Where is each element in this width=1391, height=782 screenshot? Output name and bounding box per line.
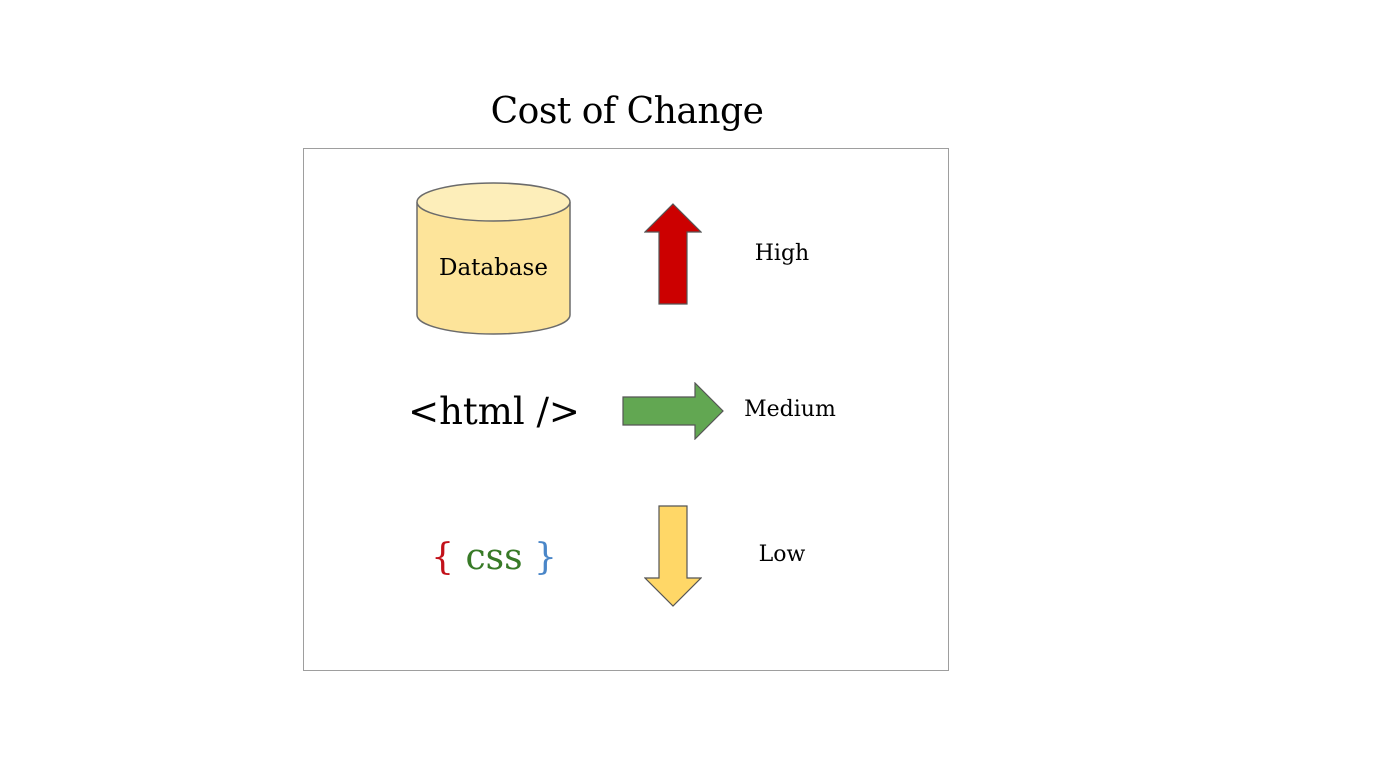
database-cylinder-icon <box>415 181 572 337</box>
level-label-low: Low <box>758 542 806 567</box>
css-close-brace: } <box>534 537 557 578</box>
level-label-high: High <box>754 241 810 266</box>
arrow-down-icon <box>644 505 702 608</box>
css-open-brace: { <box>431 537 454 578</box>
html-label: <html /> <box>408 390 580 433</box>
level-label-medium: Medium <box>744 397 836 422</box>
css-label: { css } <box>404 534 584 582</box>
diagram-frame <box>303 148 949 671</box>
database-label: Database <box>439 255 548 281</box>
diagram-title: Cost of Change <box>490 91 764 132</box>
css-word: css <box>465 537 523 578</box>
arrow-right-icon <box>622 382 724 440</box>
arrow-up-icon <box>644 203 702 306</box>
